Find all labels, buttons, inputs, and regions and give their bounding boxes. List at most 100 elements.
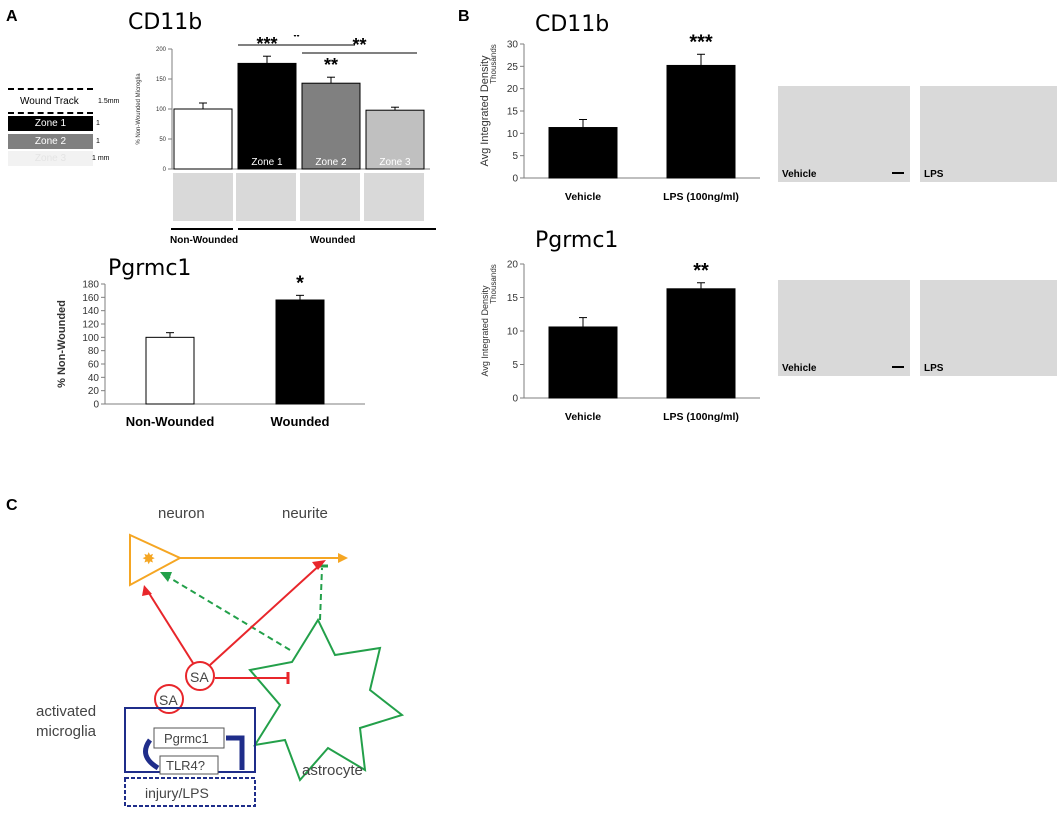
y-tick-label: 25	[507, 62, 519, 73]
chart-title-b-cd11b: CD11b	[535, 12, 610, 37]
bar	[666, 288, 736, 399]
green-dashed-to-neuron	[164, 574, 291, 651]
significance-label: ***	[689, 31, 713, 53]
category-label: LPS (100ng/ml)	[663, 191, 739, 203]
y-tick-label: 160	[82, 293, 99, 304]
category-label: Zone 1	[251, 157, 283, 168]
neurite-label: neurite	[282, 505, 328, 522]
panel-label-c: C	[6, 497, 18, 514]
y-tick-label: 15	[507, 293, 519, 304]
micrograph-b-cd11b-vehicle: Vehicle	[778, 86, 910, 182]
y-tick-label: 50	[159, 137, 166, 143]
signaling-diagram: ✸ neuron neurite astrocyte SA SA Pgrmc1 …	[36, 505, 405, 807]
micrograph-caption: LPS	[924, 363, 944, 374]
category-label: Vehicle	[565, 411, 601, 423]
category-label: LPS (100ng/ml)	[663, 411, 739, 423]
injury-box	[124, 777, 256, 807]
bar	[548, 326, 618, 399]
zone-schematic: Wound Track 1.5mm Zone 1 1 Zone 2 1 Zone…	[8, 88, 123, 168]
panel-label-a: A	[6, 8, 18, 25]
y-tick-label: 10	[507, 129, 519, 140]
sa-label-upper: SA	[190, 669, 209, 685]
blue-tbar	[226, 735, 245, 770]
bar	[275, 299, 325, 405]
y-tick-label: 5	[512, 151, 518, 162]
zone1-bar: Zone 1	[8, 116, 93, 131]
y-tick-label: 140	[82, 306, 99, 317]
y-tick-label: 40	[88, 373, 100, 384]
y-tick-label: 0	[512, 394, 518, 405]
micrograph-zone2	[300, 173, 360, 221]
micrograph-caption: LPS	[924, 169, 944, 180]
y-tick-label: 150	[156, 77, 167, 83]
y-tick-label: 5	[512, 360, 518, 371]
bar	[666, 64, 736, 179]
sa-label-lower: SA	[159, 692, 178, 708]
y-axis-unit: Thousands	[489, 44, 498, 84]
micrograph-b-cd11b-lps: LPS	[920, 86, 1057, 182]
neuron-body	[129, 533, 183, 587]
non-wounded-line	[171, 228, 233, 230]
micrograph-zone1	[236, 173, 296, 221]
chart-title-a-cd11b: CD11b	[128, 10, 203, 35]
wound-track-width: 1.5mm	[98, 98, 120, 105]
chart-a-cd11b: 0 50 100 150 200 % Non-Wounded MicrogliaZone …	[136, 35, 430, 173]
significance-label: **	[693, 260, 709, 282]
neurite-arrowhead	[338, 553, 348, 563]
zone2-width: 1	[96, 138, 100, 145]
wounded-line	[238, 228, 436, 230]
category-label: Zone 3	[379, 157, 411, 168]
y-tick-label: 200	[156, 47, 167, 53]
y-tick-label: 0	[93, 400, 99, 411]
astrocyte-shape	[248, 617, 405, 782]
micrograph-non-wounded	[173, 173, 233, 221]
group-label-wounded: Wounded	[310, 235, 356, 246]
y-axis-label: Avg Integrated Density	[479, 55, 491, 167]
micrograph-b-pgrmc1-lps: LPS	[920, 280, 1057, 376]
astrocyte-label: astrocyte	[302, 762, 363, 779]
y-tick-label: 0	[512, 174, 518, 185]
tlr4-box	[159, 755, 219, 775]
scale-bar	[892, 366, 904, 368]
wound-track-label: Wound Track	[20, 96, 79, 107]
bar	[237, 62, 297, 170]
y-axis-label: % Non-Wounded	[56, 300, 68, 388]
pgrmc1-box	[153, 727, 225, 749]
zone1-width: 1	[96, 120, 100, 127]
microglia-label: microglia	[36, 723, 97, 740]
injury-label: injury/LPS	[145, 785, 209, 801]
chart-title-b-pgrmc1: Pgrmc1	[535, 228, 619, 253]
y-tick-label: 10	[507, 327, 519, 338]
red-to-neuron	[146, 589, 194, 664]
bar	[365, 109, 425, 170]
category-label: Non-Wounded	[126, 414, 215, 429]
red-arrowhead-neuron	[142, 585, 152, 596]
y-tick-label: 60	[88, 360, 100, 371]
y-tick-label: 20	[507, 84, 519, 95]
green-dashed-to-neurite	[319, 567, 323, 621]
y-tick-label: 20	[88, 386, 100, 397]
category-label: Wounded	[271, 414, 330, 429]
sa-circle-upper	[185, 661, 215, 691]
y-axis-unit: Thousands	[489, 264, 498, 304]
green-arrowhead	[160, 572, 172, 582]
y-tick-label: 180	[82, 280, 99, 291]
significance-label: *	[296, 272, 304, 294]
bar	[145, 336, 195, 405]
bar	[301, 82, 361, 170]
y-tick-label: 100	[156, 107, 167, 113]
y-tick-label: 15	[507, 107, 519, 118]
y-tick-label: 30	[507, 40, 519, 51]
tlr4-label: TLR4?	[166, 758, 205, 773]
activated-label: activated	[36, 703, 96, 720]
y-axis-label: % Non-Wounded Microglia	[136, 73, 142, 145]
micrograph-caption: Vehicle	[782, 169, 817, 180]
neuron-label: neuron	[158, 505, 205, 522]
significance-label: **	[324, 55, 338, 75]
group-label-non-wounded: Non-Wounded	[170, 235, 239, 246]
y-tick-label: 0	[163, 167, 167, 173]
y-tick-label: 120	[82, 320, 99, 331]
